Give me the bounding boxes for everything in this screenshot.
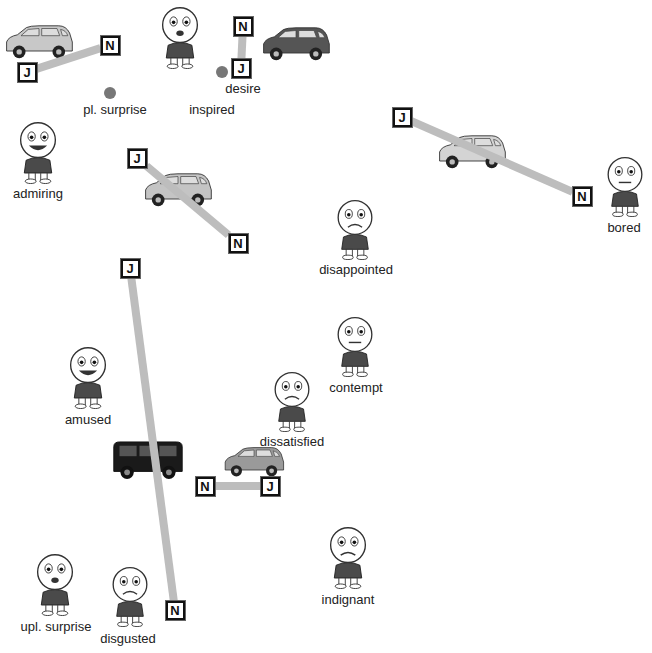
- emotion-label: bored: [607, 221, 640, 235]
- rating-letter: N: [200, 480, 209, 493]
- rating-box: N: [196, 477, 215, 496]
- rating-box: N: [573, 187, 592, 206]
- emotion-label: disgusted: [100, 632, 156, 646]
- rating-bar: [147, 166, 229, 235]
- rating-letter: J: [266, 480, 273, 493]
- rating-box: N: [101, 36, 120, 55]
- rating-letter: N: [577, 190, 586, 203]
- rating-letter: J: [237, 62, 244, 75]
- emotion-label: disappointed: [319, 263, 393, 277]
- rating-letter: N: [105, 39, 114, 52]
- face-figure: [71, 348, 106, 409]
- face-figure: [338, 201, 372, 260]
- rating-box: N: [234, 17, 253, 36]
- emotion-label: desire: [225, 82, 260, 96]
- rating-box: J: [121, 259, 140, 278]
- rating-box: J: [232, 59, 251, 78]
- rating-letter: N: [170, 604, 179, 617]
- emotion-dot: [216, 66, 228, 78]
- face-figure: [113, 568, 147, 627]
- rating-box: J: [18, 63, 37, 82]
- rating-box: J: [393, 108, 412, 127]
- face-figure: [21, 123, 56, 184]
- emotion-label: pl. surprise: [83, 103, 147, 117]
- face-figure: [275, 373, 309, 432]
- rating-box: N: [229, 234, 248, 253]
- rating-letter: N: [233, 237, 242, 250]
- car-picture: [264, 28, 330, 60]
- rating-bar: [215, 482, 261, 490]
- rating-letter: J: [126, 262, 133, 275]
- face-figure: [163, 8, 198, 69]
- rating-letter: J: [398, 111, 405, 124]
- car-picture: [114, 442, 182, 479]
- emotion-label: amused: [65, 413, 111, 427]
- rating-box: J: [261, 477, 280, 496]
- face-figure: [331, 528, 366, 589]
- rating-box: J: [128, 149, 147, 168]
- emotion-dot: [104, 87, 116, 99]
- rating-letter: J: [133, 152, 140, 165]
- car-picture: [7, 26, 73, 58]
- rating-bar: [412, 121, 573, 192]
- emotion-label: indignant: [322, 593, 375, 607]
- rating-box: N: [166, 601, 185, 620]
- face-figure: [608, 158, 642, 217]
- rating-bar: [241, 36, 242, 59]
- emotion-label: admiring: [13, 187, 63, 201]
- emotion-label: upl. surprise: [21, 620, 92, 634]
- rating-letter: J: [23, 66, 30, 79]
- emotion-label: contempt: [329, 381, 382, 395]
- rating-bar: [131, 278, 174, 601]
- car-picture: [225, 448, 283, 477]
- emotion-label: inspired: [189, 103, 235, 117]
- rating-letter: N: [238, 20, 247, 33]
- face-figure: [338, 318, 372, 377]
- face-figure: [38, 555, 73, 616]
- emotion-label: dissatisfied: [260, 435, 324, 449]
- rating-bar: [37, 48, 101, 69]
